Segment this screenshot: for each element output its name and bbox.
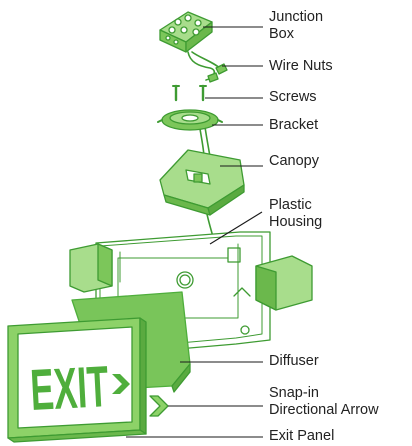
label-canopy: Canopy: [269, 153, 319, 170]
label-snap-in-arrow: Snap-in Directional Arrow: [269, 385, 379, 419]
label-screws: Screws: [269, 89, 317, 106]
junction-box-part: [160, 12, 212, 52]
label-bracket: Bracket: [269, 117, 318, 134]
label-diffuser: Diffuser: [269, 353, 319, 370]
screws-part: [173, 86, 206, 100]
bracket-part: [158, 110, 222, 130]
wire-nuts-part: [208, 64, 227, 82]
snap-in-arrow-part: [150, 396, 168, 416]
label-wire-nuts: Wire Nuts: [269, 58, 333, 75]
label-junction-box: Junction Box: [269, 9, 323, 43]
label-plastic-housing: Plastic Housing: [269, 197, 322, 231]
canopy-part: [160, 150, 244, 215]
exit-sign-text: EXIT: [29, 354, 110, 423]
label-exit-panel: Exit Panel: [269, 428, 334, 445]
